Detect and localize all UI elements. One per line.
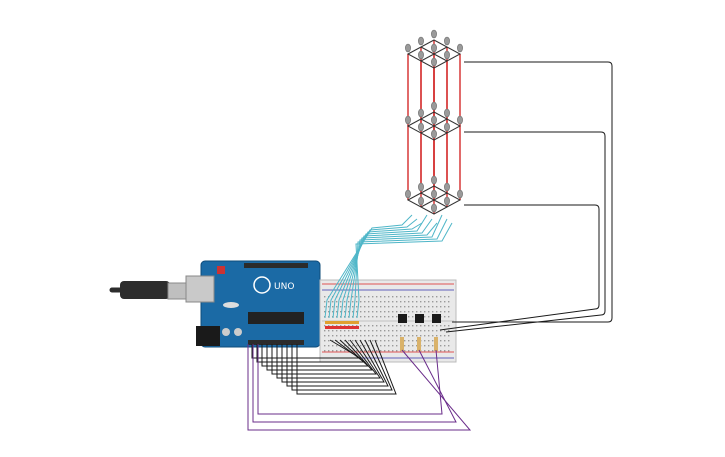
led[interactable] — [431, 129, 437, 139]
led[interactable] — [457, 115, 463, 125]
cube-layer — [405, 29, 463, 69]
center-channel — [322, 320, 454, 322]
capacitor — [234, 328, 242, 336]
led[interactable] — [431, 203, 437, 213]
cube-layer — [405, 101, 463, 141]
arduino-board[interactable]: UNO — [185, 260, 321, 348]
purple-wire — [252, 344, 457, 423]
board-label: UNO — [274, 282, 294, 292]
crystal — [223, 302, 239, 308]
layer-wires — [439, 61, 613, 333]
breadboard — [319, 279, 457, 363]
led[interactable] — [431, 101, 437, 111]
led[interactable] — [444, 36, 450, 46]
led[interactable] — [444, 122, 450, 132]
cyan-wire — [344, 222, 438, 319]
led[interactable] — [418, 36, 424, 46]
transistor[interactable] — [415, 314, 424, 323]
cyan-wire — [348, 214, 443, 319]
black-wire — [251, 339, 362, 359]
reset-button[interactable] — [217, 266, 225, 274]
cyan-wire — [332, 222, 423, 319]
digital-header — [244, 263, 308, 268]
usb-port — [185, 275, 215, 303]
resistor[interactable] — [417, 337, 421, 351]
black-wire — [286, 339, 389, 387]
led[interactable] — [431, 189, 437, 199]
led[interactable] — [418, 182, 424, 192]
led[interactable] — [418, 196, 424, 206]
arduino-logo — [253, 276, 271, 294]
cyan-wires — [324, 214, 453, 319]
resistor[interactable] — [400, 337, 404, 351]
transistor[interactable] — [398, 314, 407, 323]
power-jack — [196, 326, 220, 346]
cyan-wire — [328, 218, 418, 319]
led[interactable] — [457, 43, 463, 53]
led[interactable] — [444, 196, 450, 206]
black-wire — [296, 339, 397, 395]
cyan-wire — [336, 214, 428, 319]
led[interactable] — [431, 57, 437, 67]
led[interactable] — [457, 189, 463, 199]
black-wires — [251, 339, 397, 395]
led[interactable] — [405, 115, 411, 125]
cube-layer — [405, 175, 463, 215]
led[interactable] — [444, 182, 450, 192]
black-wire — [281, 339, 385, 383]
led[interactable] — [418, 122, 424, 132]
led[interactable] — [444, 108, 450, 118]
led[interactable] — [418, 108, 424, 118]
purple-wire — [257, 344, 443, 415]
led[interactable] — [444, 50, 450, 60]
black-wire — [271, 339, 378, 375]
black-wire — [261, 339, 370, 367]
purple-wires — [247, 344, 472, 431]
resistor[interactable] — [434, 337, 438, 351]
led[interactable] — [431, 175, 437, 185]
resistor-row — [325, 321, 359, 329]
black-wire — [276, 339, 381, 379]
cyan-wire — [352, 218, 448, 319]
black-wire — [291, 339, 393, 391]
led[interactable] — [431, 115, 437, 125]
led[interactable] — [431, 29, 437, 39]
analog-header — [248, 340, 304, 345]
usb-cable — [109, 281, 189, 300]
capacitor — [222, 328, 230, 336]
cyan-wire — [340, 218, 433, 319]
microcontroller-chip — [248, 312, 304, 324]
led[interactable] — [405, 43, 411, 53]
cyan-wire — [324, 214, 413, 319]
cyan-wire — [355, 222, 453, 319]
black-wire — [256, 339, 366, 363]
transistor[interactable] — [432, 314, 441, 323]
led[interactable] — [431, 43, 437, 53]
led[interactable] — [405, 189, 411, 199]
purple-wire — [247, 344, 472, 431]
black-wire — [266, 339, 374, 371]
led[interactable] — [418, 50, 424, 60]
led-cube[interactable] — [405, 29, 463, 215]
